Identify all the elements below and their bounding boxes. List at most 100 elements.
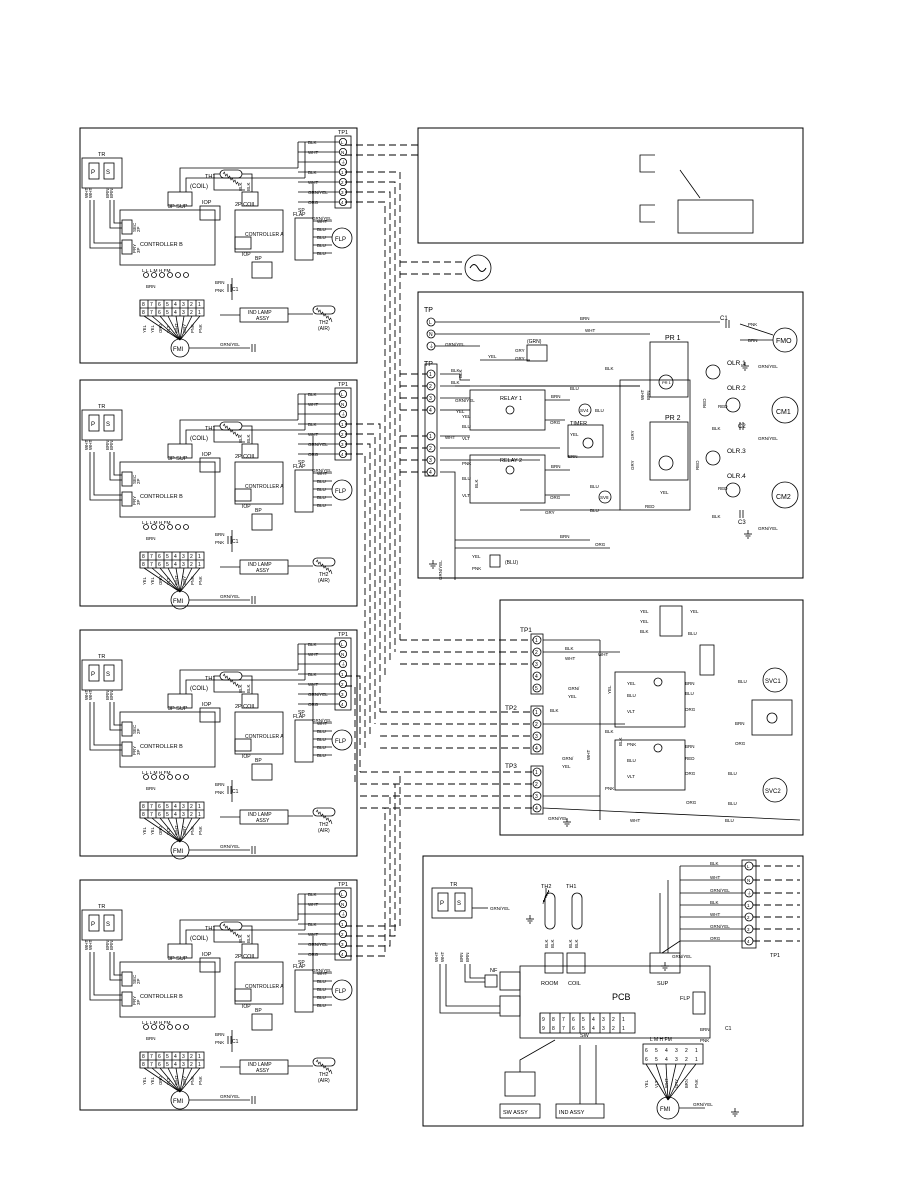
tp1-terminal (338, 680, 347, 689)
flp-label: FLP (680, 996, 690, 1002)
tp1-terminal (338, 640, 347, 649)
wire-label: BRN (109, 188, 114, 198)
pin-number: 8 (142, 812, 145, 818)
pry-label: PRY (132, 996, 137, 1005)
tp-block (424, 363, 438, 477)
relay-panel-wire-bus (619, 379, 691, 511)
flap-label: FLAP (293, 964, 306, 970)
tp1-terminal-label: 3 (341, 442, 344, 447)
link-wire (345, 675, 361, 772)
wire-label: BLU (627, 693, 636, 698)
fm-pin-number: 5 (655, 1048, 658, 1054)
tp1-wire-label: GRN/YEL (710, 888, 730, 893)
wire (93, 200, 122, 244)
iop-label: IOP (242, 754, 251, 760)
pry-label: 3P (136, 499, 141, 505)
wire-label: WHT (445, 435, 455, 440)
sec-label: 2P (136, 978, 141, 984)
olr-3 (705, 450, 721, 466)
wire-label: ORG (685, 707, 696, 712)
wire (213, 425, 245, 443)
fm-pin (167, 524, 173, 530)
primary-label: P (91, 672, 95, 678)
coil-connector (241, 191, 259, 207)
th2-label: TH2 (319, 572, 329, 578)
wire-label: ORG (550, 420, 561, 425)
tp3-terminal-label: 2 (535, 782, 538, 788)
tp3-block (530, 765, 544, 815)
fm-wire-label: BRN (684, 1079, 689, 1088)
wire-label: VLT (462, 436, 470, 441)
pin-number: 8 (142, 562, 145, 568)
fm-labels: L L L M H FM (142, 268, 171, 274)
wire (242, 675, 253, 694)
tp1-terminal (338, 137, 347, 146)
wire-label: BLU (462, 424, 471, 429)
pcb-panel (422, 855, 804, 1127)
tp1-block (741, 859, 757, 949)
tp3-terminal (532, 791, 542, 801)
wire-label: BLU (595, 408, 604, 413)
controller-b-label: CONTROLLER B (140, 744, 183, 750)
sec-label: 2P (136, 226, 141, 232)
wire-label: BLU (317, 503, 326, 508)
wire (159, 817, 181, 843)
pin-number: 1 (198, 302, 201, 308)
tp1-label: TP1 (338, 382, 348, 388)
thermistor-icon (222, 171, 240, 187)
wire (109, 200, 122, 229)
pin-number: 4 (174, 804, 177, 810)
wire (179, 315, 201, 341)
tp3-terminal (532, 779, 542, 789)
wire-label: WHT (88, 440, 93, 450)
tp-label: TP (424, 361, 433, 368)
wire-label: WHT (84, 690, 89, 700)
tp1-label: TP1 (520, 627, 532, 634)
wire-label: BLK (550, 708, 559, 713)
controller-a-label: CONTROLLER A (245, 984, 284, 990)
thermistor-icon (312, 305, 336, 315)
indoor-unit-panel-3 (79, 629, 358, 857)
wire (109, 702, 122, 731)
wire-label: RED (695, 460, 700, 470)
tp1-wire-label: WHT (308, 150, 318, 155)
th1-label: TH1 (566, 884, 576, 890)
wire-label: BRN (560, 534, 570, 539)
tp1-terminal (338, 399, 347, 408)
wire (542, 807, 801, 821)
wire-label: GRY (630, 460, 635, 470)
wire-label: GRY (630, 430, 635, 440)
pr2-label: PR 2 (665, 415, 681, 422)
wire (175, 1067, 181, 1093)
sp-label: SP (298, 960, 305, 966)
relay-coil-icon (653, 677, 663, 687)
wire-label: BLK (565, 646, 574, 651)
pin-number: 8 (142, 1062, 145, 1068)
tp2-terminal (532, 731, 542, 741)
wire (242, 925, 253, 944)
fm-pin (175, 774, 181, 780)
transformer-secondary (103, 664, 115, 682)
ground-label: GRN/YEL (312, 468, 332, 473)
motor-wire-label: PNK (198, 576, 203, 585)
sw-label: SW (580, 1033, 590, 1039)
wire-label: BRN (146, 1036, 156, 1041)
valve-connector (659, 605, 683, 637)
ground-label: GRN/YEL (220, 1094, 240, 1099)
link-wire (345, 433, 376, 724)
sw-pin-number: 8 (552, 1017, 555, 1023)
transformer-box (81, 659, 123, 691)
coil-connector (241, 443, 259, 459)
pry-label: 3P (136, 247, 141, 253)
wire-label: ORG (686, 800, 697, 805)
pry-label: PRY (132, 746, 137, 755)
wire-label: YEL (660, 490, 669, 495)
pressure-relay-icon (658, 374, 674, 390)
fm-pin (151, 524, 157, 530)
tp1-terminal (338, 660, 347, 669)
bp-connector (251, 763, 273, 781)
wire (661, 940, 681, 954)
pin-number: 7 (150, 804, 153, 810)
c2-label: C2 (738, 424, 746, 430)
iop-label: IOP (202, 452, 212, 458)
